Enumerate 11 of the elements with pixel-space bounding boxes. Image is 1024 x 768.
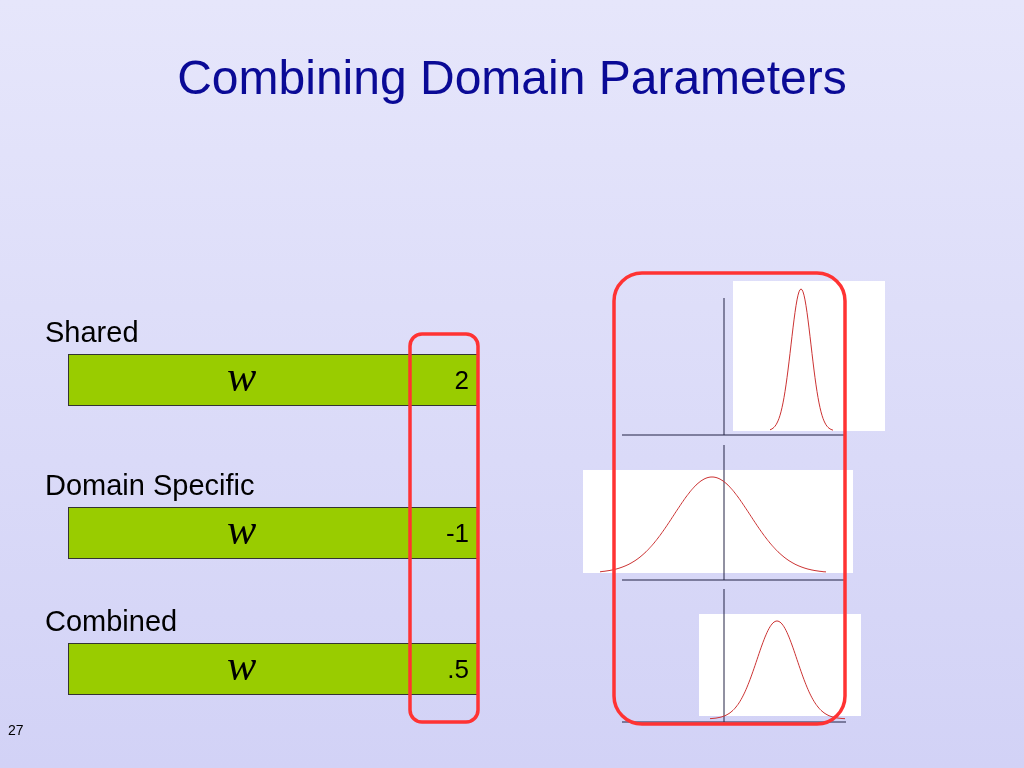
weight-symbol: w — [227, 646, 257, 686]
weight-symbol: w — [227, 510, 257, 550]
parameter-value: 2 — [410, 355, 477, 405]
section-heading: Domain Specific — [45, 469, 255, 502]
parameter-value: .5 — [410, 644, 477, 694]
section-heading: Combined — [45, 605, 178, 638]
weight-symbol: w — [227, 357, 257, 397]
slide-title: Combining Domain Parameters — [176, 50, 848, 105]
parameter-value: -1 — [410, 508, 477, 558]
page-number: 27 — [8, 722, 24, 738]
section-heading: Shared — [45, 316, 139, 349]
